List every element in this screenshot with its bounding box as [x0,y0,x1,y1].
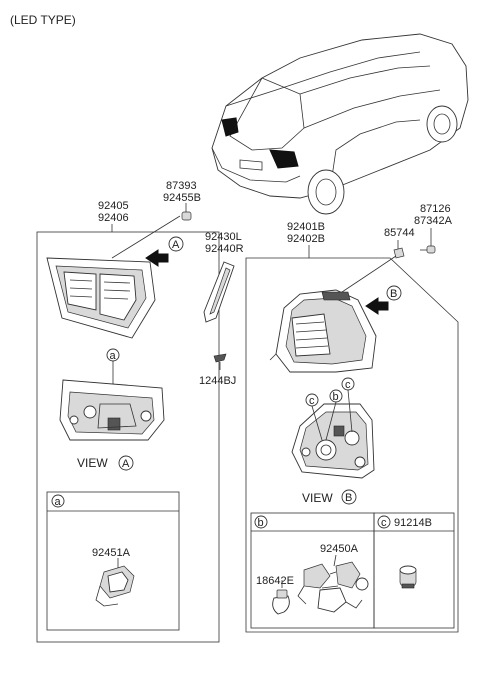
svg-text:b: b [258,517,264,529]
marker-b: b [325,389,343,441]
part-92430l: 92430L [205,231,242,243]
view-a-arrow: A [145,236,184,267]
svg-text:A: A [172,239,180,251]
screw-87393 [181,203,192,221]
view-b-label: VIEW [302,491,333,505]
marker-c-left: c [305,393,323,441]
view-b-arrow: B [365,285,402,315]
marker-c-right: c [341,377,355,433]
screw-87126 [420,228,436,254]
socket-92451a [95,558,135,607]
subbox-a: a [46,491,180,631]
garnish-92430l [203,261,235,323]
part-92451a: 92451A [92,547,131,559]
svg-text:c: c [381,517,387,529]
part-87393: 87393 [166,180,197,192]
screw-1244bj [213,353,227,370]
right-assembly-frame [245,257,459,633]
view-b-lamp-back [291,403,375,479]
left-assembly-frame [36,231,220,643]
part-87342a: 87342A [414,215,453,227]
part-92450a: 92450A [320,543,359,555]
view-a-lamp-back [59,379,165,441]
part-92402b: 92402B [287,233,325,245]
svg-text:b: b [333,391,339,403]
part-85744: 85744 [384,227,415,239]
clip-85744 [393,240,405,259]
view-a-letter: A [122,458,130,470]
part-92455b: 92455B [163,192,201,204]
bulb-91214b [399,565,417,589]
svg-text:c: c [309,395,315,407]
part-92405: 92405 [98,200,129,212]
part-92440r: 92440R [205,243,244,255]
part-91214b: 91214B [394,517,432,529]
rear-combination-lamp [269,289,377,373]
bulb-18642e [272,580,290,615]
harness-92450a [297,554,369,613]
part-87126: 87126 [420,203,451,215]
led-type-label: (LED TYPE) [10,13,76,27]
car-illustration [211,33,469,215]
view-a-label: VIEW [77,456,108,470]
svg-text:B: B [390,288,397,300]
part-18642e: 18642E [256,575,294,587]
svg-text:a: a [110,350,117,362]
subbox-c: c [373,512,455,629]
inner-tail-lamp [46,257,156,339]
svg-text:a: a [55,496,62,508]
svg-text:c: c [345,379,351,391]
part-1244bj: 1244BJ [199,375,236,387]
view-b-letter: B [345,492,352,504]
part-92401b: 92401B [287,221,325,233]
part-92406: 92406 [98,212,129,224]
